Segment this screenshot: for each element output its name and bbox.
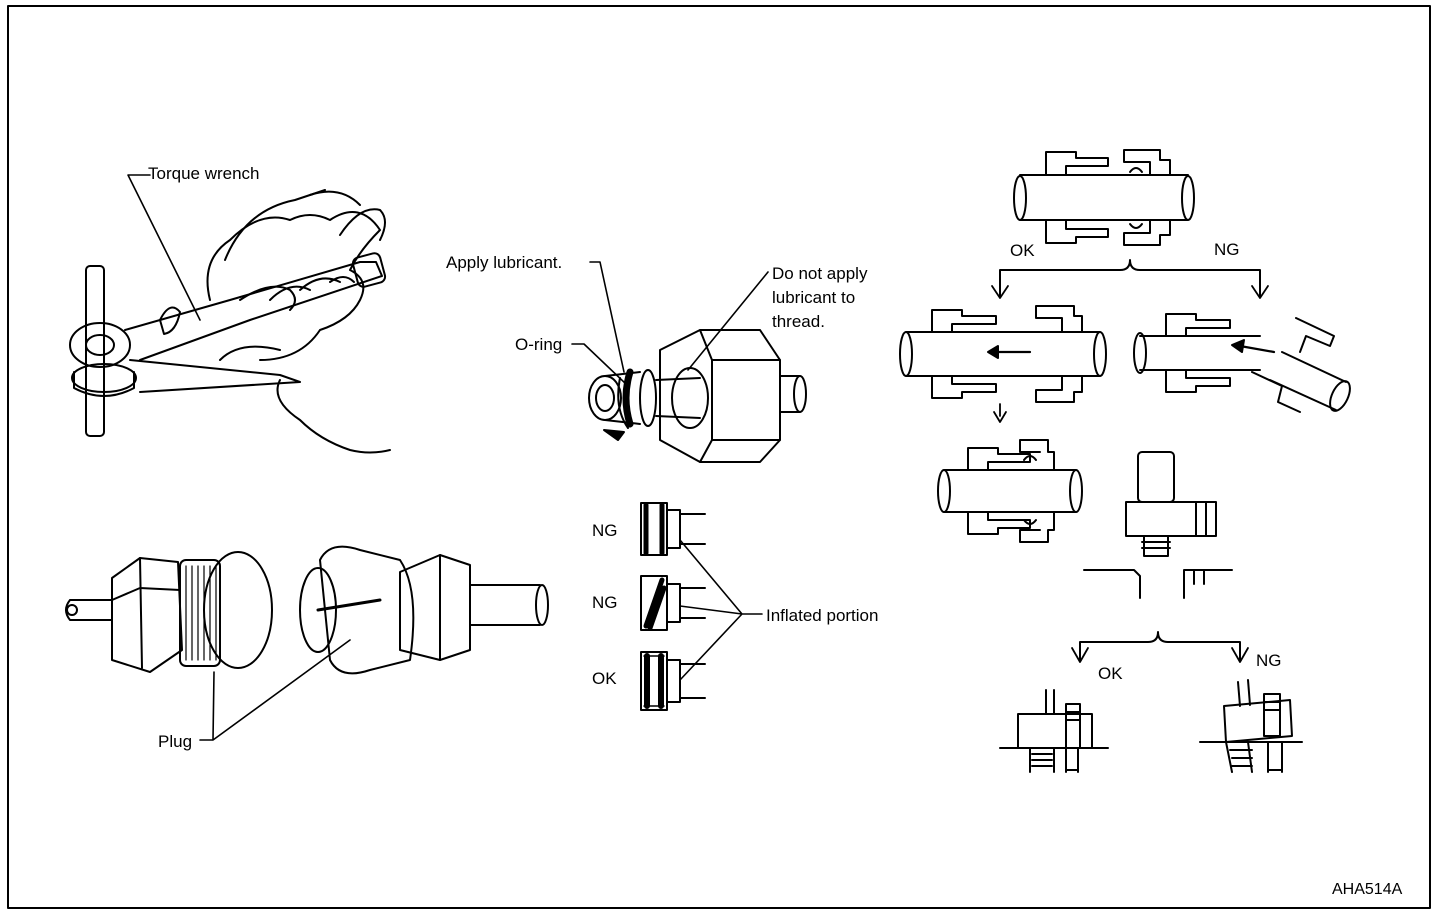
- oring-check-3: [640, 651, 706, 711]
- oring-check-label-1: NG: [592, 521, 618, 540]
- nut-ok-detail: [999, 689, 1109, 773]
- o-ring-leader: [571, 343, 627, 385]
- nut-ng-detail: [1199, 679, 1303, 773]
- nut-detail: [1083, 451, 1233, 599]
- oring-check-label-3: OK: [592, 669, 617, 688]
- nut-ng-label: NG: [1256, 651, 1282, 670]
- oring-check-2: [640, 575, 706, 631]
- coupling-brace: [999, 259, 1261, 298]
- do-not-apply-leader: [687, 271, 769, 371]
- nut-ok-label: OK: [1098, 664, 1123, 683]
- apply-lubricant-leader: [589, 261, 625, 373]
- coupling-top: [1013, 149, 1195, 246]
- plug-illustration: [65, 545, 549, 675]
- oring-fitting-illustration: [588, 329, 807, 463]
- coupling-ok-label: OK: [1010, 241, 1035, 260]
- down-arrow: [993, 403, 1007, 423]
- nut-brace: [1079, 631, 1241, 661]
- apply-lubricant-label: Apply lubricant.: [446, 253, 563, 272]
- do-not-apply-label: Do not apply lubricant to thread.: [772, 264, 868, 331]
- inflated-portion-label: Inflated portion: [766, 606, 879, 625]
- coupling-ng-label: NG: [1214, 240, 1240, 259]
- torque-wrench-leader: [127, 174, 201, 321]
- plug-label: Plug: [158, 732, 193, 751]
- figure-border: [7, 5, 1431, 909]
- o-ring-label: O-ring: [515, 335, 563, 354]
- inflated-portion-leaders: [679, 539, 763, 681]
- oring-check-1: [640, 502, 706, 556]
- torque-wrench-label: Torque wrench: [148, 164, 260, 183]
- plug-leader: [199, 639, 351, 741]
- coupling-ng-step: [1133, 313, 1351, 413]
- oring-check-label-2: NG: [592, 593, 618, 612]
- torque-wrench-illustration: [69, 189, 391, 454]
- coupling-final: [937, 439, 1083, 543]
- figure-id: AHA514A: [1332, 881, 1403, 898]
- coupling-ok-step: [899, 305, 1107, 403]
